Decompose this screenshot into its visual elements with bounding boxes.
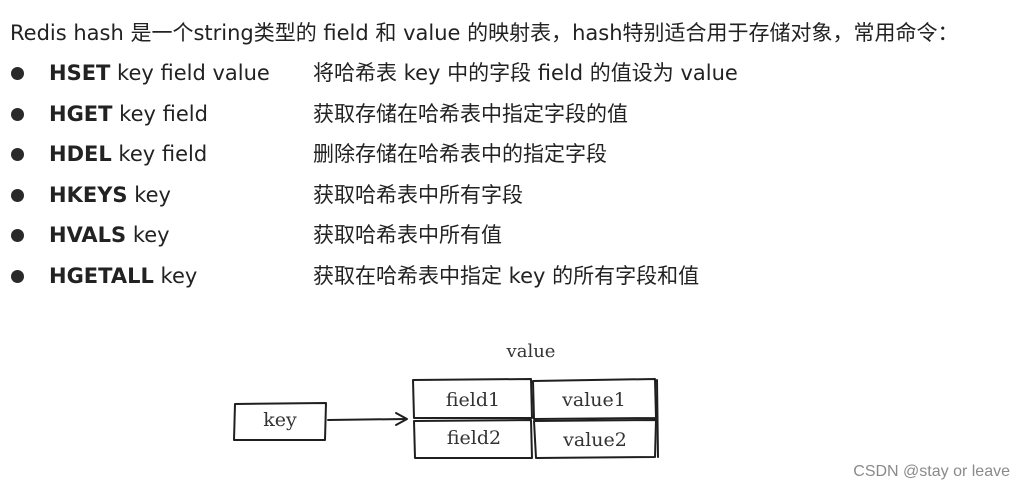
key-label: key <box>263 409 297 431</box>
list-item: HSET key field value 将哈希表 key 中的字段 field… <box>0 58 1026 99</box>
command-list: HSET key field value 将哈希表 key 中的字段 field… <box>0 58 1026 301</box>
field1-cell <box>412 378 533 419</box>
command-name: HDEL <box>49 142 112 166</box>
value-heading: value <box>506 341 556 362</box>
command-syntax: HGETALL key <box>49 261 197 291</box>
bullet-icon <box>11 148 24 161</box>
command-name: HGETALL <box>49 263 154 288</box>
bullet-icon <box>11 188 24 202</box>
command-syntax: HGET key field <box>49 99 208 129</box>
command-args: key <box>126 223 170 247</box>
command-args: key field <box>112 101 208 126</box>
value1-cell <box>532 378 657 420</box>
bullet-icon <box>11 67 24 80</box>
field-label: field1 <box>446 389 500 411</box>
value-label: value2 <box>562 429 627 451</box>
intro-text: Redis hash 是一个string类型的 field 和 value 的映… <box>10 21 959 45</box>
value-label: value1 <box>561 389 626 411</box>
list-item: HGETALL key 获取在哈希表中指定 key 的所有字段和值 <box>0 261 1026 302</box>
command-syntax: HDEL key field <box>49 139 207 169</box>
command-args: key field <box>111 142 208 166</box>
bullet-icon <box>11 107 24 121</box>
watermark: CSDN @stay or leave <box>853 463 1010 480</box>
command-args: key field value <box>110 61 270 85</box>
command-description: 获取存储在哈希表中指定字段的值 <box>313 101 628 126</box>
bullet-icon <box>11 229 24 242</box>
field-label: field2 <box>447 427 501 449</box>
command-name: HGET <box>49 101 113 126</box>
command-description: 获取在哈希表中指定 key 的所有字段和值 <box>313 263 700 288</box>
command-description: 删除存储在哈希表中的指定字段 <box>313 142 607 166</box>
command-description: 获取哈希表中所有值 <box>313 223 502 247</box>
command-description: 获取哈希表中所有字段 <box>313 182 523 207</box>
command-args: key <box>153 263 198 288</box>
command-args: key <box>127 182 171 207</box>
field2-cell <box>413 419 533 459</box>
list-item: HVALS key 获取哈希表中所有值 <box>0 220 1026 261</box>
bullet-icon <box>11 269 24 283</box>
outer-right-edge <box>656 379 659 458</box>
list-item: HGET key field 获取存储在哈希表中指定字段的值 <box>0 99 1026 140</box>
key-box <box>233 402 327 441</box>
command-description: 将哈希表 key 中的字段 field 的值设为 value <box>313 61 738 85</box>
list-item: HKEYS key 获取哈希表中所有字段 <box>0 180 1026 221</box>
list-item: HDEL key field 删除存储在哈希表中的指定字段 <box>0 139 1026 180</box>
command-name: HSET <box>49 61 111 85</box>
command-name: HKEYS <box>49 182 128 207</box>
arrow-head-icon <box>395 412 408 426</box>
arrow-line <box>327 418 407 421</box>
command-name: HVALS <box>49 223 127 247</box>
command-syntax: HVALS key <box>49 220 170 250</box>
value2-cell <box>533 419 657 459</box>
command-syntax: HKEYS key <box>49 180 171 210</box>
command-syntax: HSET key field value <box>49 58 270 88</box>
